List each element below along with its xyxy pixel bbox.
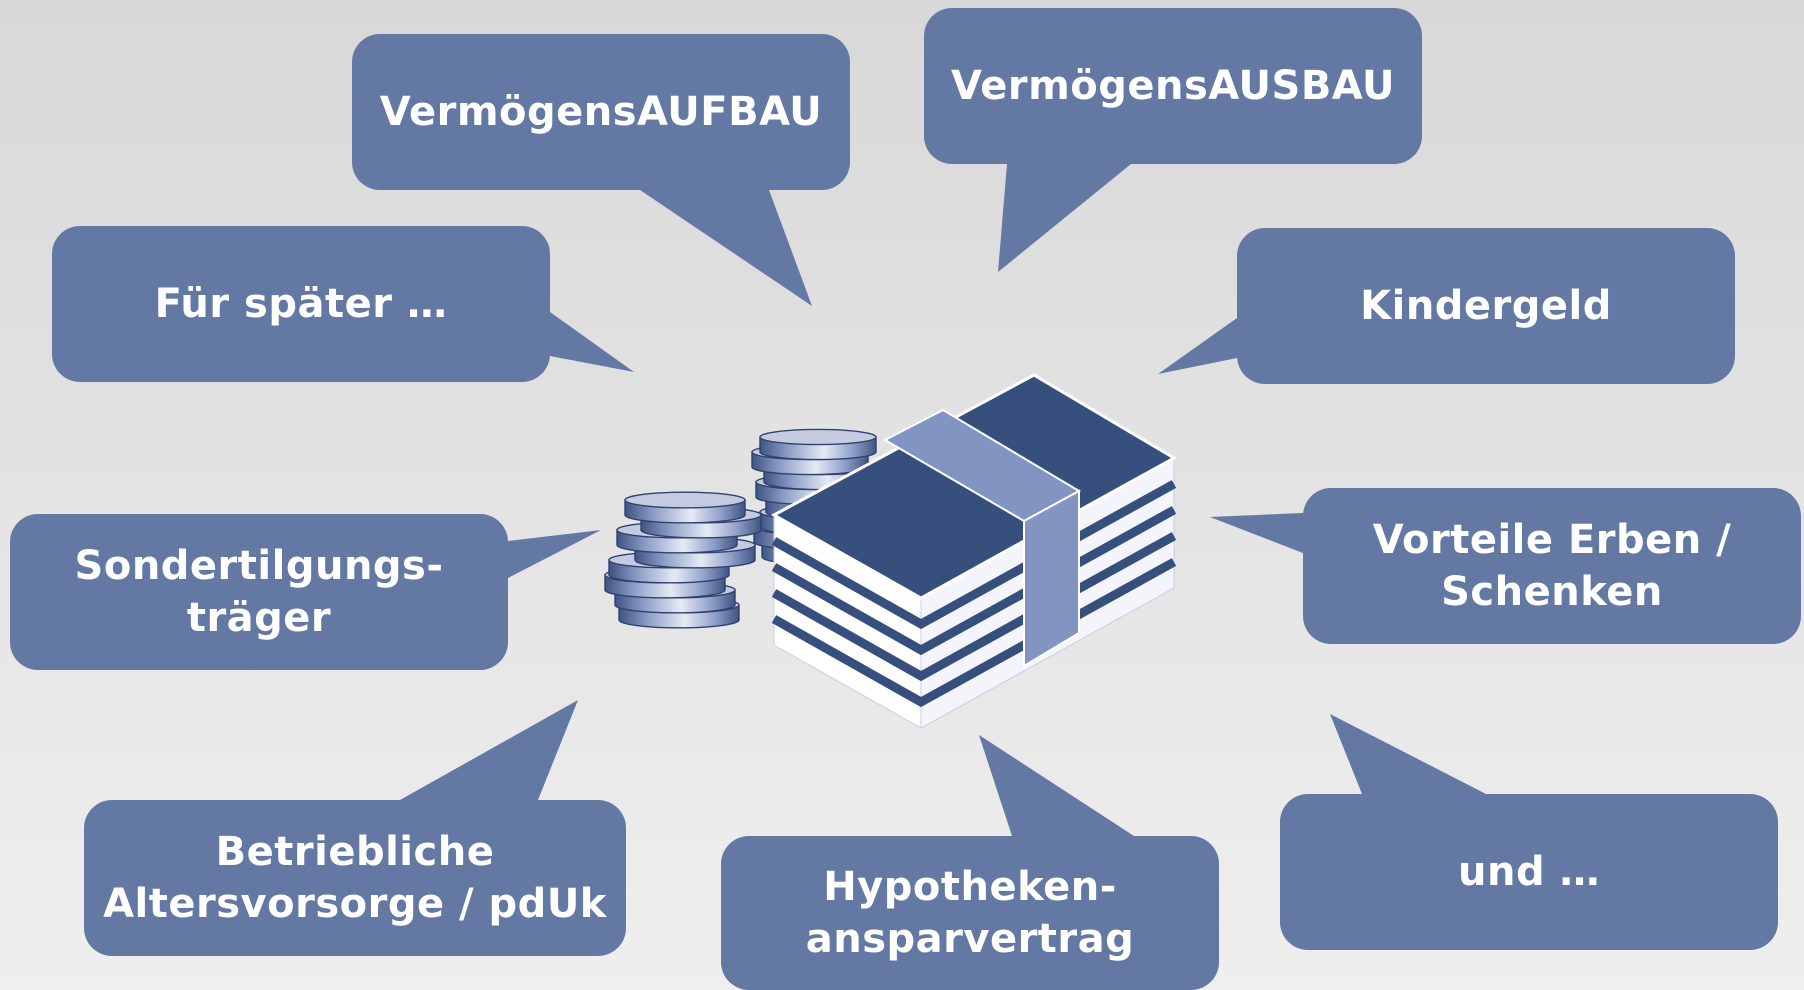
bubble-vorteile-erben-pointer [1210, 513, 1303, 553]
bubble-und-pointer [1330, 714, 1486, 794]
bubble-hypotheken-box [721, 836, 1219, 990]
money-stack-and-coins-icon [604, 373, 1178, 729]
bubble-layer [10, 8, 1801, 990]
bubble-betriebliche-av-box [84, 800, 626, 956]
bundle-band [882, 408, 1082, 668]
bubble-vermoegensaufbau-label: VermögensAUFBAU [379, 89, 823, 135]
bubble-hypotheken [721, 735, 1219, 990]
bubble-kindergeld-label: Kindergeld [1360, 283, 1612, 329]
bubble-hypotheken-label: Hypotheken- ansparvertrag [805, 864, 1135, 962]
bubble-betriebliche-av [84, 700, 626, 956]
bubble-fuer-spaeter [52, 226, 634, 382]
bubble-fuer-spaeter-box [52, 226, 550, 382]
bubble-vermoegensausbau-pointer [998, 164, 1131, 272]
bubble-und [1280, 714, 1778, 950]
bubble-vermoegensaufbau-box [352, 34, 850, 190]
bubble-vermoegensausbau-box [924, 8, 1422, 164]
bubble-vermoegensausbau [924, 8, 1422, 272]
bubble-vorteile-erben [1210, 488, 1801, 644]
bubble-vermoegensaufbau [352, 34, 850, 306]
bubble-und-box [1280, 794, 1778, 950]
bubble-vorteile-erben-box [1303, 488, 1801, 644]
bubble-sondertilgungstraeger-box [10, 514, 508, 670]
bubble-kindergeld-box [1237, 228, 1735, 384]
bubble-vermoegensausbau-label: VermögensAUSBAU [950, 63, 1396, 109]
bubble-und-label: und … [1457, 849, 1600, 895]
coin-stack-front [604, 491, 762, 629]
bubble-fuer-spaeter-pointer [550, 312, 634, 372]
bubble-hypotheken-pointer [979, 735, 1134, 836]
bubble-sondertilgungstraeger [10, 514, 601, 670]
bubble-sondertilgungstraeger-pointer [508, 530, 601, 578]
banknote-bundle [770, 373, 1178, 729]
bubble-kindergeld [1158, 228, 1735, 384]
bubble-betriebliche-av-pointer [400, 700, 578, 800]
bubble-betriebliche-av-label: Betriebliche Altersvorsorge / pdUk [103, 829, 607, 927]
bubble-fuer-spaeter-label: Für später … [154, 281, 448, 327]
bubble-sondertilgungstraeger-label: Sondertilgungs- träger [74, 543, 444, 641]
bubble-vermoegensaufbau-pointer [640, 190, 812, 306]
bubble-kindergeld-pointer [1158, 318, 1237, 374]
bubble-vorteile-erben-label: Vorteile Erben / Schenken [1372, 517, 1732, 615]
